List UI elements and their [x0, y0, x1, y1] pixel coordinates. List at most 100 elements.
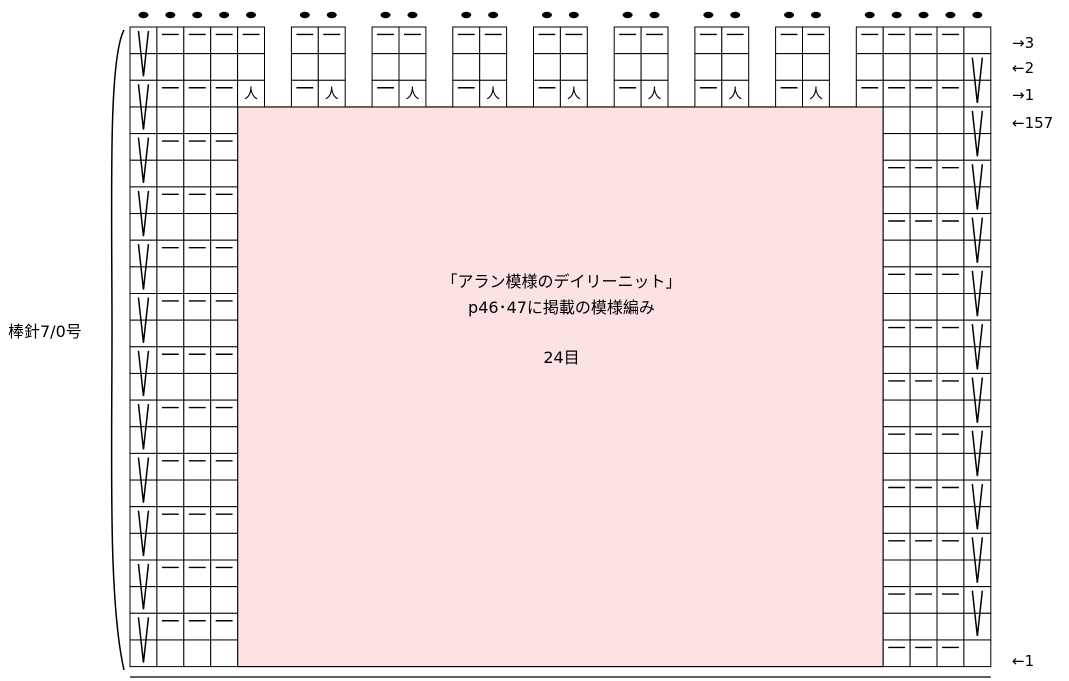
chart-cell: [909, 639, 938, 668]
slip-stitch-symbol: [137, 84, 150, 130]
chart-cell: [129, 372, 158, 401]
chart-cell: [183, 399, 212, 428]
chart-cell: [613, 26, 642, 55]
chart-cell: [936, 612, 965, 641]
chart-cell: [640, 26, 669, 55]
chart-cell: [452, 26, 481, 55]
chart-cell: [694, 53, 723, 81]
chart-cell: [210, 319, 239, 348]
slip-stitch-symbol: [137, 563, 150, 610]
needle-marker: [461, 11, 472, 19]
chart-cell: [156, 266, 185, 295]
chart-cell: [963, 372, 992, 401]
chart-cell: [882, 612, 911, 641]
chart-cell: [882, 586, 911, 614]
chart-cell: [210, 372, 239, 401]
chart-cell: [398, 79, 427, 108]
chart-cell: [909, 479, 938, 508]
chart-cell: [129, 452, 158, 481]
chart-cell: [290, 79, 319, 108]
chart-cell: [909, 452, 938, 481]
chart-cell: [909, 319, 938, 348]
decrease-symbol: 人: [405, 87, 419, 103]
chart-cell: [802, 53, 830, 81]
chart-cell: [936, 506, 965, 534]
chart-cell: [210, 399, 239, 428]
chart-cell: [909, 426, 938, 454]
chart-cell: [183, 293, 212, 321]
chart-cell: [882, 399, 911, 428]
decrease-symbol: 人: [809, 87, 823, 103]
chart-cell: [909, 53, 938, 81]
stitch-count: 24目: [543, 348, 580, 367]
chart-cell: [882, 26, 911, 55]
chart-cell: [210, 186, 239, 215]
chart-cell: [210, 79, 239, 108]
needle-marker: [488, 11, 499, 19]
chart-cell: [156, 26, 185, 55]
chart-cell: [963, 532, 992, 561]
chart-cell: [479, 53, 508, 81]
decrease-symbol: 人: [325, 87, 339, 103]
chart-cell: [129, 79, 158, 108]
chart-cell: [290, 26, 319, 55]
chart-cell: [210, 452, 239, 481]
chart-cell: [802, 26, 830, 55]
chart-cell: [183, 53, 212, 81]
chart-cell: [909, 559, 938, 588]
chart-cell: [909, 159, 938, 188]
chart-cell: [640, 79, 669, 108]
slip-stitch-symbol: [137, 457, 150, 503]
slip-stitch-symbol: [971, 270, 984, 317]
slip-stitch-symbol: [137, 190, 150, 237]
chart-cell: [183, 426, 212, 454]
chart-cell: [183, 319, 212, 348]
chart-cell: [721, 79, 750, 108]
chart-cell: [775, 53, 803, 81]
chart-cell: [156, 426, 185, 454]
chart-cell: [882, 79, 911, 108]
chart-cell: [156, 186, 185, 215]
slip-stitch-symbol: [137, 510, 150, 557]
chart-cell: [775, 26, 803, 55]
row-label-2: ←2: [1012, 59, 1035, 77]
chart-cell: [559, 79, 588, 108]
chart-cell: [882, 133, 911, 161]
slip-stitch-symbol: [137, 137, 150, 183]
chart-cell: [210, 479, 239, 508]
chart-cell: [156, 452, 185, 481]
chart-cell: [936, 239, 965, 268]
chart-cell: [156, 639, 185, 668]
chart-cell: [936, 452, 965, 481]
needle-marker: [138, 11, 149, 19]
chart-cell: [559, 53, 588, 81]
chart-cell: [909, 586, 938, 614]
slip-stitch-symbol: [971, 164, 984, 210]
chart-cell: [129, 239, 158, 268]
chart-cell: [882, 346, 911, 374]
slip-stitch-symbol: [971, 483, 984, 530]
chart-cell: [936, 346, 965, 374]
chart-cell: [156, 239, 185, 268]
chart-cell: [210, 506, 239, 534]
needle-marker: [380, 11, 391, 19]
pattern-title: 「アラン模様のデイリーニット」: [441, 272, 682, 291]
chart-cell: [802, 79, 830, 108]
chart-cell: [882, 532, 911, 561]
decrease-symbol: 人: [244, 87, 258, 103]
chart-cell: [210, 639, 239, 668]
chart-cell: [909, 186, 938, 215]
chart-cell: [210, 26, 239, 55]
needle-marker: [192, 11, 203, 19]
chart-cell: [183, 452, 212, 481]
chart-cell: [398, 26, 427, 55]
chart-cell: [909, 133, 938, 161]
row-label-1-top: →1: [1012, 86, 1035, 104]
chart-cell: [936, 159, 965, 188]
needle-marker: [541, 11, 552, 19]
chart-cell: [936, 426, 965, 454]
chart-cell: [156, 586, 185, 614]
chart-cell: [936, 479, 965, 508]
chart-cell: [694, 26, 723, 55]
chart-cell: [156, 399, 185, 428]
